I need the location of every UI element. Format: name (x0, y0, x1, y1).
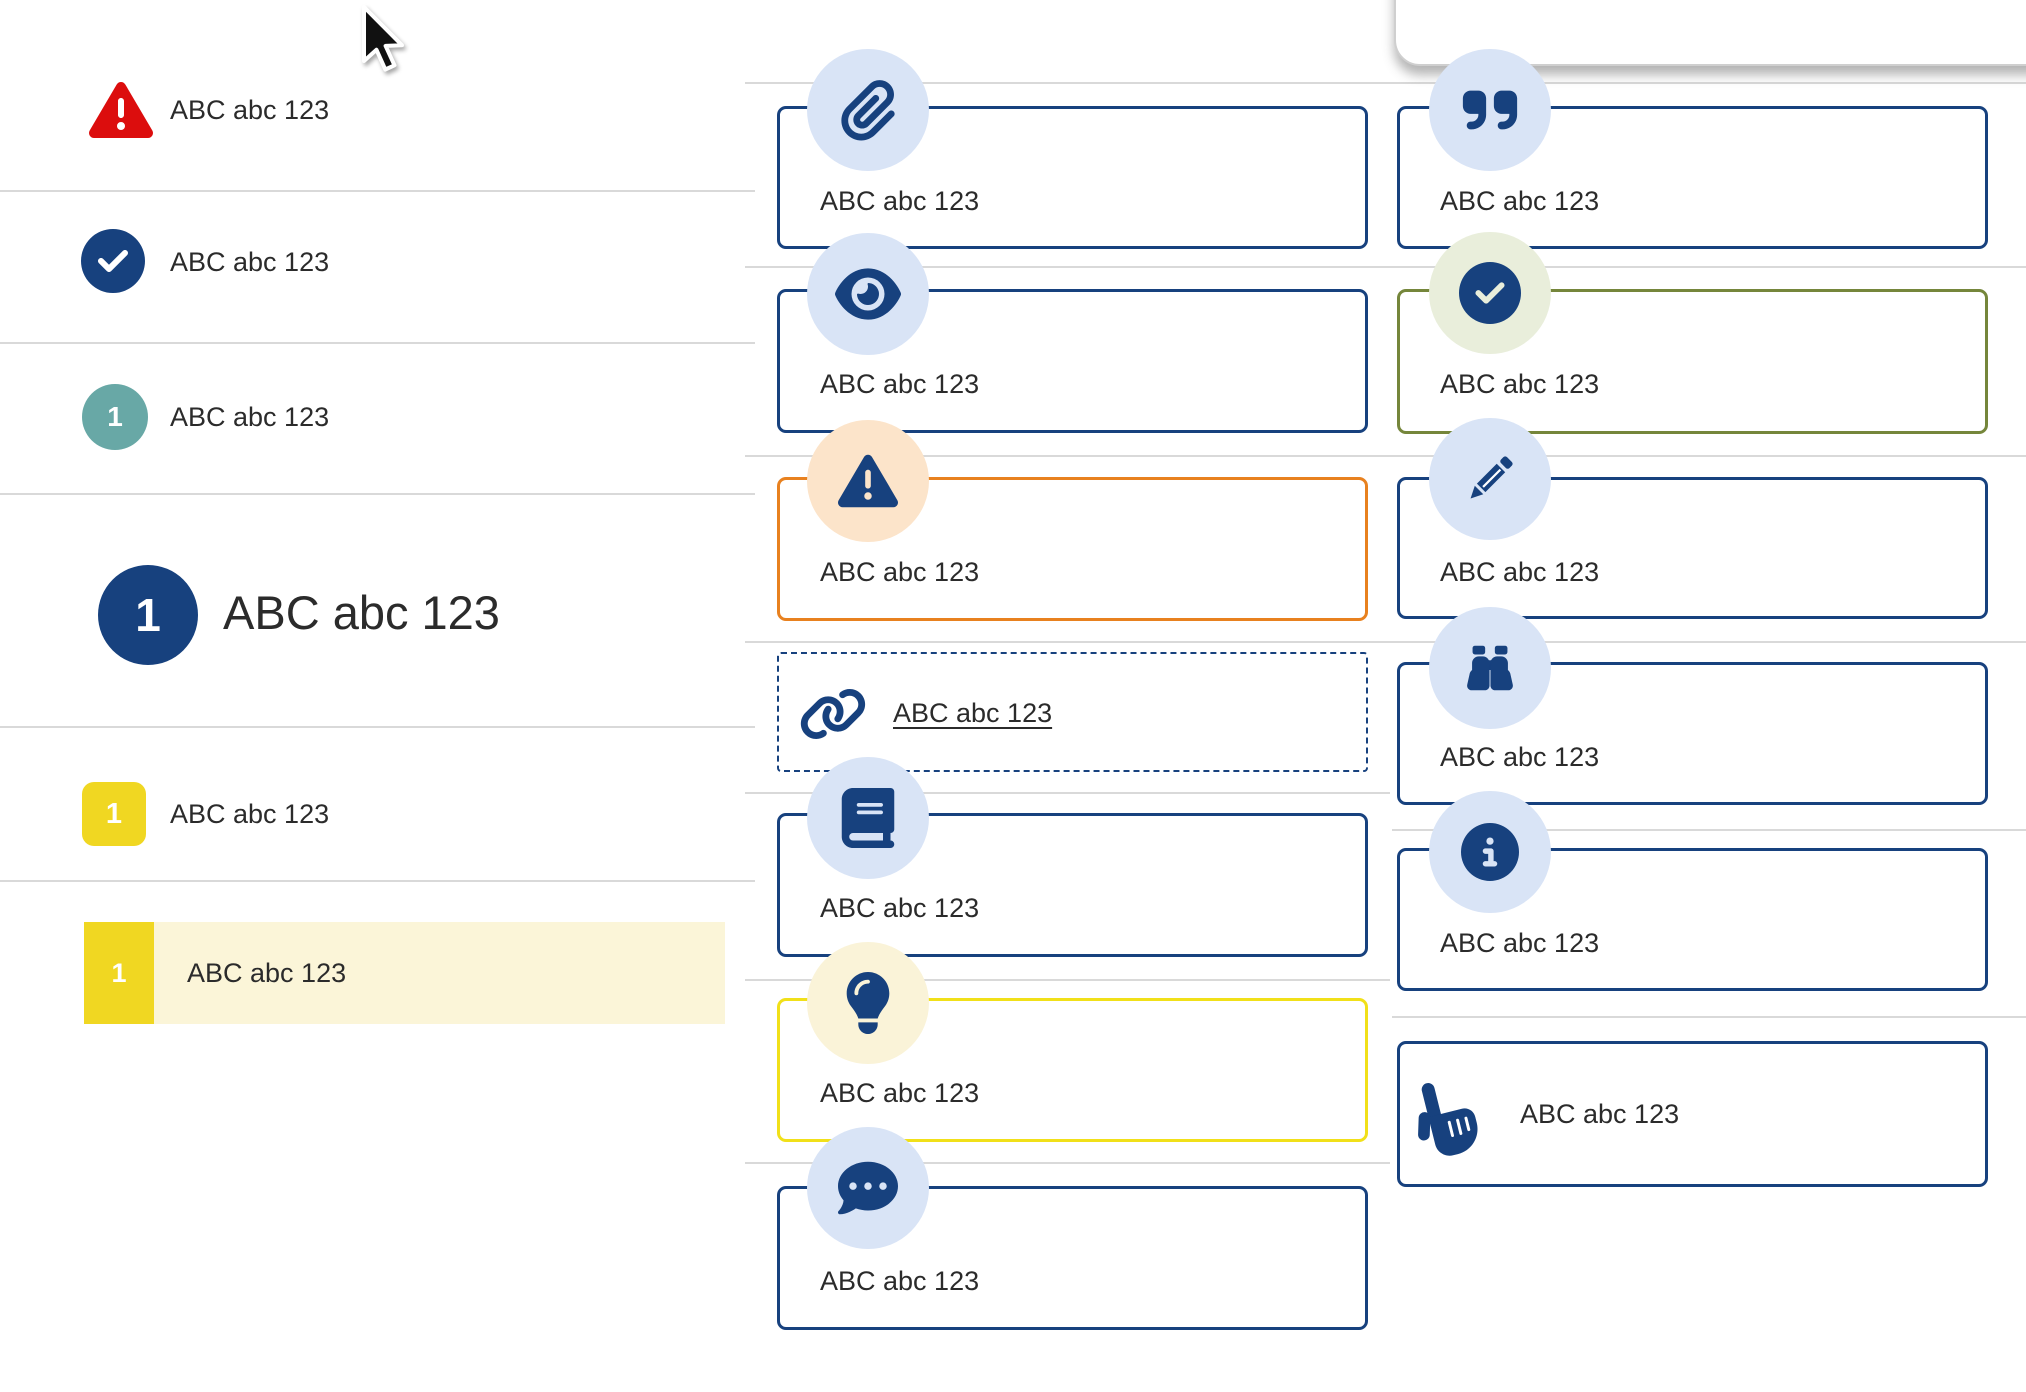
card-label: ABC abc 123 (1440, 186, 1600, 216)
number-circle-icon: 1 (82, 384, 148, 450)
divider (745, 82, 2026, 84)
book-icon (807, 757, 929, 879)
card-label: ABC abc 123 (1520, 1099, 1680, 1129)
lightbulb-icon (807, 942, 929, 1064)
paperclip-icon (807, 49, 929, 171)
divider (0, 493, 755, 495)
number-circle-large-icon: 1 (98, 565, 198, 665)
divider (745, 455, 2026, 457)
card-label: ABC abc 123 (820, 1266, 980, 1296)
warning-triangle-icon (807, 420, 929, 542)
card-label: ABC abc 123 (820, 893, 980, 923)
hand-pointer-icon (1414, 1077, 1478, 1156)
link-icon (799, 683, 867, 745)
check-circle-icon (81, 229, 145, 293)
card-label: ABC abc 123 (1440, 369, 1600, 399)
divider (0, 726, 755, 728)
highlight-row (84, 922, 725, 1024)
list-item-label: ABC abc 123 (170, 95, 330, 125)
divider (1392, 829, 2026, 831)
divider (0, 190, 755, 192)
number-square-icon: 1 (82, 782, 146, 846)
divider (0, 880, 755, 882)
badge-number: 1 (135, 589, 161, 641)
card-label: ABC abc 123 (820, 369, 980, 399)
divider (745, 1162, 1390, 1164)
divider (745, 979, 1390, 981)
card-label: ABC abc 123 (820, 186, 980, 216)
binoculars-icon (1429, 607, 1551, 729)
card-label: ABC abc 123 (820, 557, 980, 587)
divider (1392, 1016, 2026, 1018)
check-circle-icon (1429, 232, 1551, 354)
badge-number: 1 (111, 957, 127, 988)
quote-icon (1429, 49, 1551, 171)
mouse-cursor (362, 5, 404, 72)
badge-number: 1 (107, 401, 123, 432)
callout-card-pointer (1397, 1041, 1988, 1187)
link-card[interactable] (777, 652, 1368, 772)
card-label: ABC abc 123 (1440, 557, 1600, 587)
list-item-label: ABC abc 123 (170, 799, 330, 829)
callout-card-info (1397, 848, 1988, 991)
speech-bubble-icon (807, 1127, 929, 1249)
link-label[interactable]: ABC abc 123 (893, 698, 1053, 728)
divider (745, 266, 2026, 268)
list-item-label: ABC abc 123 (170, 402, 330, 432)
card-label: ABC abc 123 (820, 1078, 980, 1108)
divider (0, 342, 755, 344)
card-label: ABC abc 123 (1440, 928, 1600, 958)
info-circle-icon (1429, 791, 1551, 913)
list-item-label: ABC abc 123 (187, 958, 347, 988)
pencil-icon (1429, 418, 1551, 540)
number-bar-icon: 1 (84, 922, 154, 1024)
eye-icon (807, 233, 929, 355)
divider (745, 792, 1390, 794)
card-label: ABC abc 123 (1440, 742, 1600, 772)
list-item-label: ABC abc 123 (223, 586, 500, 639)
warning-triangle-icon (88, 78, 154, 142)
divider (745, 641, 2026, 643)
badge-number: 1 (105, 797, 123, 830)
list-item-label: ABC abc 123 (170, 247, 330, 277)
